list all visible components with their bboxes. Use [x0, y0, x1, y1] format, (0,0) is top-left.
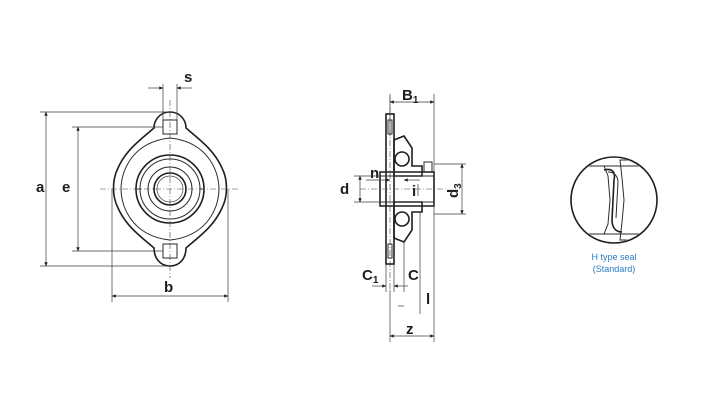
ball-upper — [394, 151, 410, 167]
dim-b-label: b — [164, 279, 173, 296]
seal-caption-line2: (Standard) — [593, 264, 636, 274]
seal-detail: H type seal (Standard) — [570, 156, 658, 274]
front-view-dimensions: s a e b — [36, 69, 240, 302]
set-screw — [423, 161, 433, 173]
dim-d-label: d — [340, 181, 349, 198]
dim-l-label: l — [426, 291, 430, 308]
dim-B1-label: B1 — [402, 87, 419, 106]
seal-caption-line1: H type seal — [591, 252, 636, 262]
dim-i-label: i — [412, 183, 416, 200]
dim-e-label: e — [62, 179, 70, 196]
dim-a-label: a — [36, 179, 45, 196]
side-view-dimensions: B1 n d i d3 C1 C l — [340, 87, 466, 342]
dim-s-label: s — [184, 69, 192, 86]
dim-d3-label: d3 — [445, 183, 464, 198]
dim-z-label: z — [406, 321, 414, 338]
dim-n-label: n — [370, 165, 379, 182]
ball-lower — [394, 211, 410, 227]
seal-lip — [603, 168, 623, 233]
dim-C1-label: C1 — [362, 267, 379, 286]
dim-C-label: C — [408, 267, 419, 284]
seal-detail-circle — [570, 156, 658, 244]
